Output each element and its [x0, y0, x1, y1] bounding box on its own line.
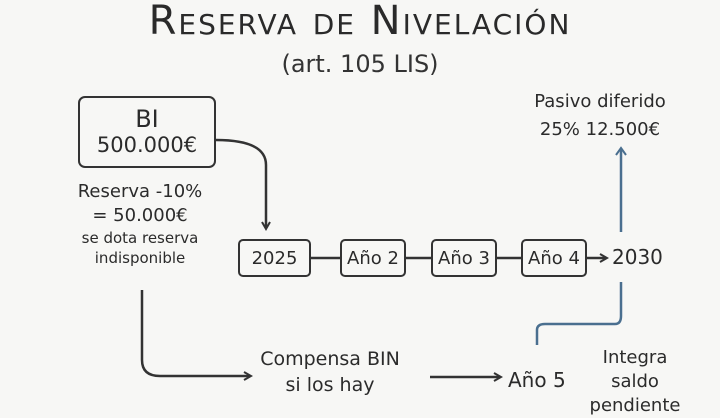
diagram-canvas: Reserva de Nivelación (art. 105 LIS) BI … — [60, 0, 690, 416]
pasivo-line-1: Pasivo diferido — [534, 91, 666, 112]
integra-line-3: pendiente — [589, 395, 681, 416]
timeline-box-2025: 2025 — [238, 239, 311, 277]
ano-5-label: Año 5 — [508, 368, 566, 392]
reserva-line-2: = 50.000€ — [92, 205, 188, 226]
reserva-to-compensa-arrow — [140, 290, 250, 376]
reserva-note: Reserva -10% = 50.000€ se dota reserva i… — [60, 180, 220, 268]
bi-box: BI 500.000€ — [78, 96, 216, 168]
page-title: Reserva de Nivelación — [148, 0, 572, 44]
connector-lines — [140, 138, 627, 405]
timeline-box-ano-3: Año 3 — [431, 239, 497, 277]
compensa-line-1: Compensa BIN — [260, 348, 400, 370]
integra-line-1: Integra — [602, 347, 668, 368]
bi-to-2025-arrow — [215, 138, 266, 228]
compensa-note: Compensa BIN si los hay — [255, 346, 405, 398]
pasivo-diferido-note: Pasivo diferido 25% 12.500€ — [510, 88, 690, 144]
timeline-box-ano-2: Año 2 — [340, 239, 406, 277]
page-subtitle: (art. 105 LIS) — [281, 50, 439, 78]
compensa-line-2: si los hay — [285, 374, 375, 396]
bi-amount: 500.000€ — [96, 133, 198, 157]
ano5-to-2030-line — [535, 282, 623, 345]
reserva-line-4: indisponible — [94, 249, 186, 267]
integra-note: Integra saldo pendiente — [585, 346, 685, 418]
pasivo-line-2: 25% 12.500€ — [539, 119, 661, 140]
reserva-line-3: se dota reserva — [81, 229, 199, 247]
timeline-box-ano-4: Año 4 — [521, 239, 587, 277]
timeline-end-2030: 2030 — [612, 245, 663, 269]
reserva-line-1: Reserva -10% — [77, 181, 203, 202]
bi-label: BI — [135, 105, 159, 133]
integra-line-2: saldo — [611, 371, 659, 392]
